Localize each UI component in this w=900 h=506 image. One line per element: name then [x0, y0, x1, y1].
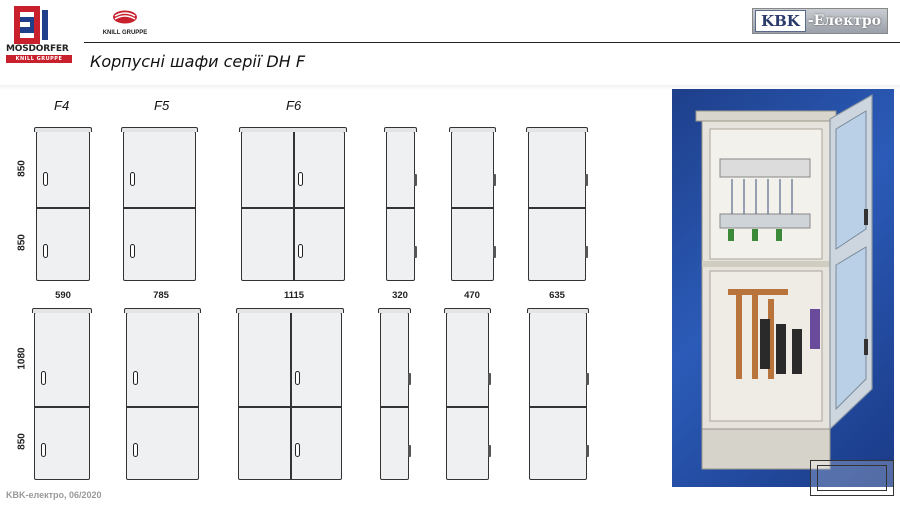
kvk-logo: KBK -Електро	[752, 8, 888, 34]
footer-text: KBK-електро, 06/2020	[6, 490, 102, 500]
elsta-logo	[14, 6, 48, 44]
handle-icon	[130, 172, 135, 186]
handle-icon	[43, 172, 48, 186]
width-label-785: 785	[153, 290, 169, 301]
cabinet-f4-bottom	[32, 308, 92, 480]
header-shade	[0, 85, 900, 90]
series-label-f4: F4	[54, 98, 70, 113]
height-label-top-upper: 850	[16, 160, 28, 177]
cabinet-f6-bottom	[236, 308, 344, 480]
handle-icon	[298, 244, 303, 258]
cabinet-470-top	[449, 127, 496, 281]
width-label-590: 590	[55, 290, 71, 301]
height-label-bottom-upper: 1080	[16, 347, 28, 370]
knill-icon	[113, 10, 137, 24]
width-label-635: 635	[549, 290, 565, 301]
handle-icon	[41, 443, 46, 457]
handle-icon	[41, 371, 46, 385]
cabinet-f4-top	[34, 127, 92, 281]
watermark-stamp	[810, 460, 894, 496]
cabinet-f5-bottom	[124, 308, 201, 480]
knill-text: KNILL GRUPPE	[102, 30, 148, 36]
mosdorfer-sub: KNILL GRUPPE	[6, 55, 72, 63]
cabinet-photo-illustration	[695, 93, 873, 470]
cabinet-f6-top	[239, 127, 347, 281]
series-label-f6: F6	[286, 98, 302, 113]
handle-icon	[295, 443, 300, 457]
knill-logo: KNILL GRUPPE	[100, 10, 150, 36]
cabinet-f5-top	[121, 127, 198, 281]
width-label-1115: 1115	[283, 290, 305, 301]
height-label-bottom-lower: 850	[16, 433, 28, 450]
width-label-320: 320	[392, 290, 408, 301]
handle-icon	[133, 443, 138, 457]
title-divider	[84, 42, 900, 43]
cabinet-470-bottom	[444, 308, 491, 480]
cabinet-320-top	[384, 127, 417, 281]
kvk-logo-text: -Електро	[807, 13, 881, 29]
handle-icon	[43, 244, 48, 258]
series-label-f5: F5	[154, 98, 170, 113]
handle-icon	[130, 244, 135, 258]
handle-icon	[298, 172, 303, 186]
mosdorfer-text: MOSDORFER	[6, 44, 69, 54]
cabinet-320-bottom	[378, 308, 411, 480]
width-label-470: 470	[464, 290, 480, 301]
handle-icon	[295, 371, 300, 385]
mosdorfer-logo: MOSDORFER KNILL GRUPPE	[6, 44, 72, 63]
product-photo	[672, 89, 894, 487]
height-label-top-lower: 850	[16, 234, 28, 251]
kvk-logo-mark: KBK	[755, 10, 806, 32]
cabinet-635-top	[526, 127, 588, 281]
handle-icon	[133, 371, 138, 385]
page-title: Корпусні шафи серії DH F	[90, 52, 306, 71]
cabinet-635-bottom	[527, 308, 589, 480]
